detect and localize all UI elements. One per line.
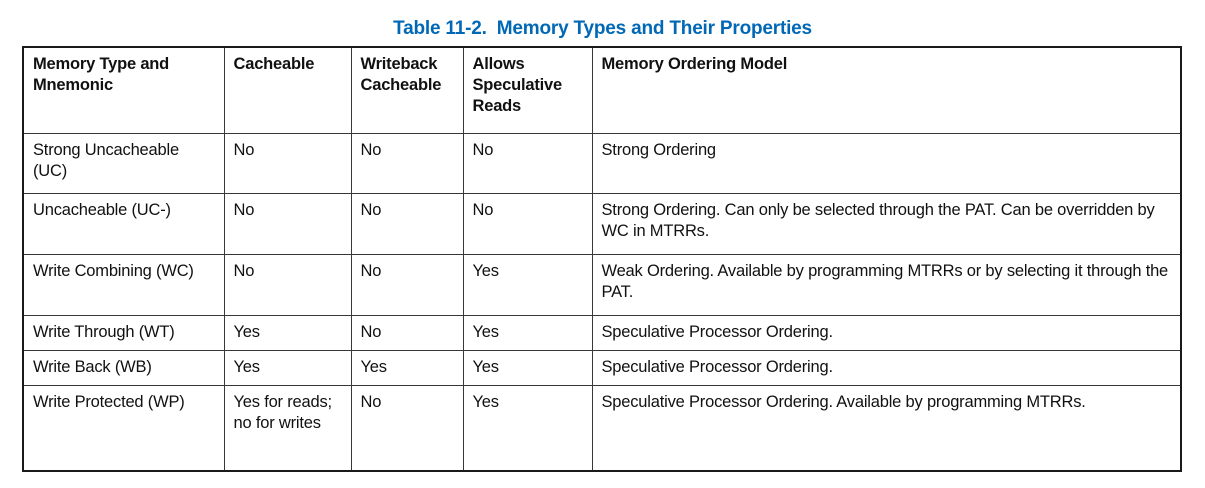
cell-ordering: Weak Ordering. Available by programming … (591, 253, 1182, 316)
memory-types-table: Memory Type and Mnemonic Cacheable Write… (22, 46, 1182, 472)
cell-ordering: Speculative Processor Ordering. (591, 314, 1182, 351)
cell-speculative: Yes (462, 384, 593, 472)
cell-cacheable: Yes (223, 314, 352, 351)
cell-memory-type: Strong Uncacheable (UC) (22, 132, 225, 194)
cell-ordering: Speculative Processor Ordering. (591, 349, 1182, 386)
table-row: Uncacheable (UC-) No No No Strong Orderi… (22, 192, 1182, 255)
table-title: Table 11-2. Memory Types and Their Prope… (393, 18, 812, 39)
cell-writeback: No (350, 192, 464, 255)
cell-cacheable: No (223, 253, 352, 316)
table-row: Write Combining (WC) No No Yes Weak Orde… (22, 253, 1182, 316)
cell-memory-type: Write Through (WT) (22, 314, 225, 351)
table-row: Write Protected (WP) Yes for reads; no f… (22, 384, 1182, 472)
col-header-memory-type: Memory Type and Mnemonic (22, 46, 225, 134)
cell-writeback: No (350, 314, 464, 351)
table-row: Write Back (WB) Yes Yes Yes Speculative … (22, 349, 1182, 386)
cell-ordering: Strong Ordering (591, 132, 1182, 194)
cell-speculative: Yes (462, 253, 593, 316)
cell-writeback: No (350, 132, 464, 194)
cell-memory-type: Write Protected (WP) (22, 384, 225, 472)
cell-ordering: Strong Ordering. Can only be selected th… (591, 192, 1182, 255)
cell-speculative: Yes (462, 314, 593, 351)
cell-cacheable: No (223, 192, 352, 255)
table-header: Memory Type and Mnemonic Cacheable Write… (22, 46, 1182, 134)
cell-memory-type: Uncacheable (UC-) (22, 192, 225, 255)
cell-speculative: Yes (462, 349, 593, 386)
col-header-writeback-cacheable: Writeback Cacheable (350, 46, 464, 134)
cell-memory-type: Write Back (WB) (22, 349, 225, 386)
cell-writeback: No (350, 384, 464, 472)
header-row: Memory Type and Mnemonic Cacheable Write… (22, 46, 1182, 134)
col-header-allows-speculative-reads: Allows Speculative Reads (462, 46, 593, 134)
table-row: Strong Uncacheable (UC) No No No Strong … (22, 132, 1182, 194)
cell-cacheable: Yes for reads; no for writes (223, 384, 352, 472)
cell-speculative: No (462, 192, 593, 255)
cell-cacheable: No (223, 132, 352, 194)
cell-speculative: No (462, 132, 593, 194)
cell-cacheable: Yes (223, 349, 352, 386)
table-row: Write Through (WT) Yes No Yes Speculativ… (22, 314, 1182, 351)
cell-writeback: Yes (350, 349, 464, 386)
cell-writeback: No (350, 253, 464, 316)
cell-ordering: Speculative Processor Ordering. Availabl… (591, 384, 1182, 472)
col-header-memory-ordering-model: Memory Ordering Model (591, 46, 1182, 134)
cell-memory-type: Write Combining (WC) (22, 253, 225, 316)
col-header-cacheable: Cacheable (223, 46, 352, 134)
table-body: Strong Uncacheable (UC) No No No Strong … (22, 132, 1182, 472)
